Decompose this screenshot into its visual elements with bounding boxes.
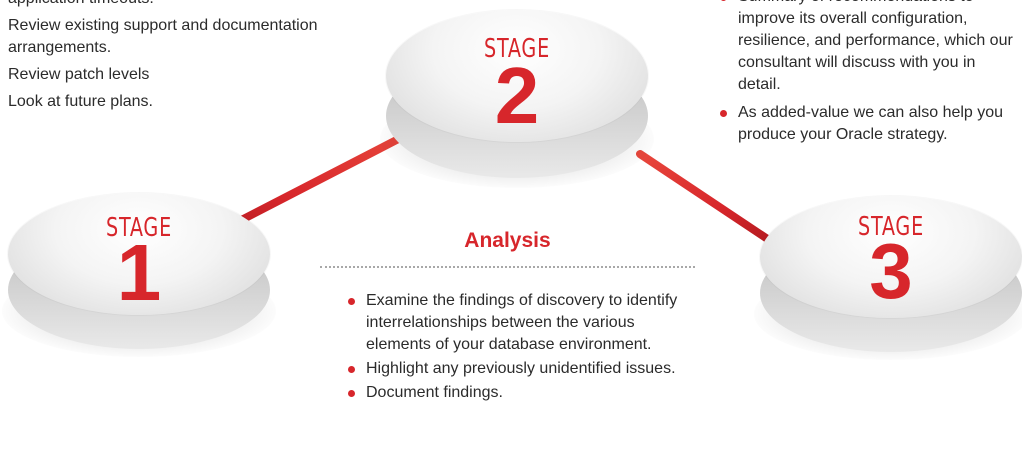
recommendations-text: Summary of recommendations to improve it… — [718, 0, 1018, 148]
analysis-item: Document findings. — [346, 382, 696, 404]
stage-1-label: STAGE — [105, 213, 173, 243]
bullet-icon — [720, 110, 727, 117]
stage-2-number: 2 — [494, 51, 540, 140]
stage-1-number: 1 — [116, 228, 162, 317]
analysis-divider — [320, 266, 695, 268]
stage-3-label: STAGE — [857, 212, 925, 242]
stage-2-disc: STAGE 2 — [380, 10, 654, 188]
analysis-item: Highlight any previously unidentified is… — [346, 358, 696, 380]
stage-1-disc: STAGE 1 — [2, 193, 276, 357]
stage-2-label: STAGE — [483, 34, 551, 64]
stage-1-disc-top — [8, 193, 270, 315]
stage-3-disc: STAGE 3 — [754, 196, 1022, 360]
discovery-item: application timeouts. — [8, 0, 318, 10]
bullet-icon — [720, 0, 727, 1]
recommendation-item: As added-value we can also help you prod… — [718, 102, 1018, 146]
recommendation-item: Summary of recommendations to improve it… — [718, 0, 1018, 96]
analysis-item: Examine the findings of discovery to ide… — [346, 290, 696, 356]
analysis-item-text: Document findings. — [366, 384, 503, 401]
discovery-item: Look at future plans. — [8, 93, 153, 110]
bullet-icon — [348, 298, 355, 305]
bullet-icon — [348, 366, 355, 373]
stage-3-number: 3 — [869, 227, 913, 315]
analysis-item-text: Examine the findings of discovery to ide… — [366, 292, 678, 353]
discovery-item: Review patch levels — [8, 66, 150, 83]
recommendation-item-text: Summary of recommendations to improve it… — [738, 0, 1013, 93]
analysis-item-text: Highlight any previously unidentified is… — [366, 360, 676, 377]
stage-3-disc-top — [760, 196, 1022, 318]
recommendations-list: Summary of recommendations to improve it… — [718, 0, 1018, 146]
stage-2-disc-top — [386, 10, 648, 142]
analysis-text: Examine the findings of discovery to ide… — [346, 290, 696, 406]
analysis-heading: Analysis — [464, 229, 551, 252]
recommendation-item-text: As added-value we can also help you prod… — [738, 104, 1004, 143]
discovery-item: Review existing support and documentatio… — [8, 17, 318, 56]
discovery-list: application timeouts. Review existing su… — [8, 0, 318, 113]
discovery-text: application timeouts. Review existing su… — [8, 0, 318, 118]
bullet-icon — [348, 390, 355, 397]
analysis-list: Examine the findings of discovery to ide… — [346, 290, 696, 404]
